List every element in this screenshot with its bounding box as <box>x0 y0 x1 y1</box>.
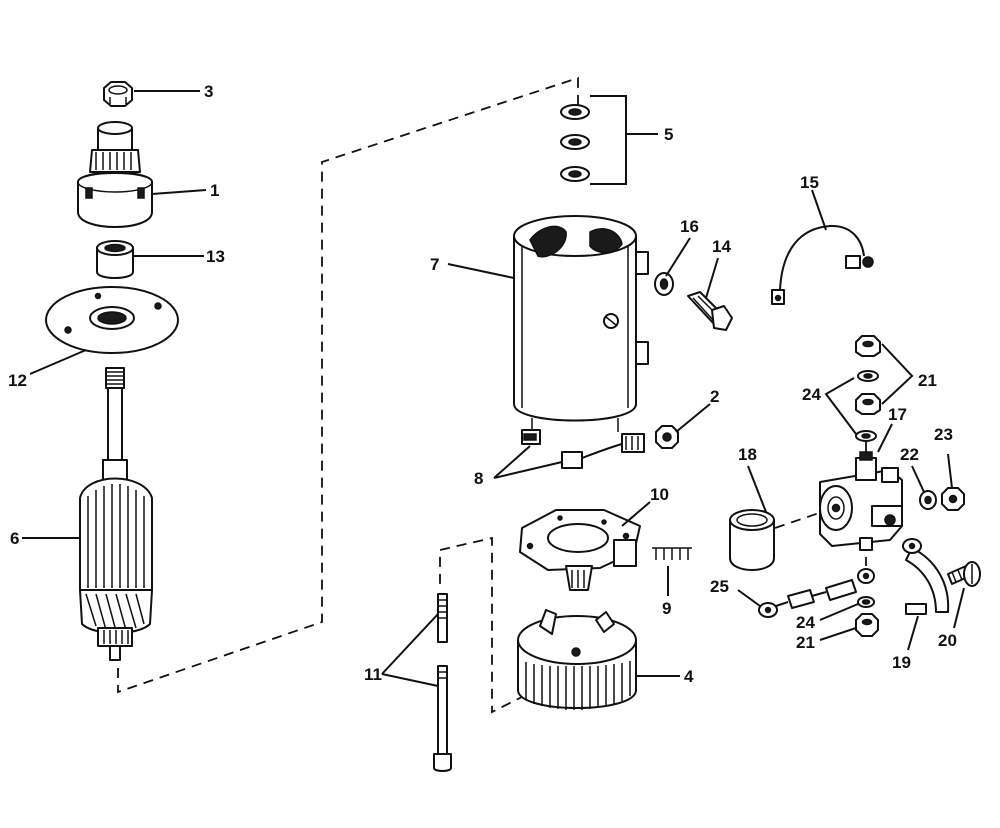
part-14-bolt <box>687 291 733 331</box>
label-part-4: 4 <box>684 667 694 686</box>
part-17-solenoid <box>819 451 903 551</box>
part-13-bushing <box>96 240 134 279</box>
label-part-19: 19 <box>892 653 911 672</box>
label-part-15: 15 <box>800 173 819 192</box>
label-part-9: 9 <box>662 599 671 618</box>
label-part-20: 20 <box>938 631 957 650</box>
assembly-dashed-lines <box>117 76 867 714</box>
part-7-field-frame <box>513 215 649 432</box>
label-part-17: 17 <box>888 405 907 424</box>
part-3-nut <box>103 81 133 107</box>
part-5-washers <box>560 104 590 182</box>
label-part-2: 2 <box>710 387 719 406</box>
part-23-nut <box>941 487 965 511</box>
part-9-springs <box>652 547 692 560</box>
part-20-screw <box>947 561 981 587</box>
label-part-12: 12 <box>8 371 27 390</box>
label-part-18: 18 <box>738 445 757 464</box>
part-24-washer-lower <box>857 596 875 608</box>
label-part-1: 1 <box>210 181 219 200</box>
part-10-brush-plate <box>519 509 641 591</box>
part-22-washer <box>919 490 937 510</box>
label-part-3: 3 <box>204 82 213 101</box>
part-8-brushes <box>521 429 645 469</box>
label-part-24-upper: 24 <box>802 385 821 404</box>
label-part-7: 7 <box>430 255 439 274</box>
label-part-14: 14 <box>712 237 731 256</box>
label-part-24-lower: 24 <box>796 613 815 632</box>
part-19-bracket <box>902 538 950 615</box>
label-part-22: 22 <box>900 445 919 464</box>
label-part-16: 16 <box>680 217 699 236</box>
part-24-washer-middle <box>855 430 877 442</box>
part-16-washer <box>654 272 674 296</box>
label-part-10: 10 <box>650 485 669 504</box>
label-part-23: 23 <box>934 425 953 444</box>
part-24-washer-upper <box>857 370 879 382</box>
label-part-13: 13 <box>206 247 225 266</box>
part-21-nut-upper <box>855 335 881 357</box>
label-part-21-lower: 21 <box>796 633 815 652</box>
part-21-nut-lower <box>855 613 879 637</box>
label-part-6: 6 <box>10 529 19 548</box>
callout-labels: 3 1 13 12 6 5 7 16 14 15 2 8 10 9 11 4 2… <box>8 82 957 686</box>
part-15-cable <box>771 224 874 305</box>
label-part-5: 5 <box>664 125 673 144</box>
label-part-8: 8 <box>474 469 483 488</box>
part-21-nut-middle <box>855 393 881 415</box>
part-11-through-bolts <box>433 593 452 772</box>
part-2-nut <box>655 425 679 449</box>
part-6-armature <box>79 367 153 661</box>
part-4-end-housing <box>517 609 637 710</box>
leader-lines <box>22 90 965 687</box>
label-part-11: 11 <box>364 665 382 684</box>
part-12-end-plate <box>45 286 179 354</box>
part-18-sleeve <box>729 509 775 571</box>
label-part-25: 25 <box>710 577 729 596</box>
part-1-drive-pinion <box>77 121 153 228</box>
label-part-21-upper: 21 <box>918 371 937 390</box>
part-25-lead <box>758 568 875 618</box>
